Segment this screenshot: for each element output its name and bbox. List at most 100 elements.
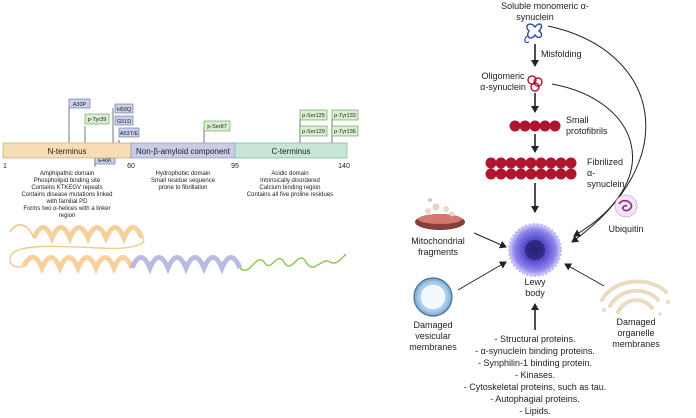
svg-text:- α-synuclein binding proteins: - α-synuclein binding proteins.	[475, 346, 595, 356]
svg-text:p-Tyr133: p-Tyr133	[334, 113, 356, 119]
svg-text:- Structural proteins.: - Structural proteins.	[494, 334, 575, 344]
monomer-icon	[524, 23, 543, 44]
svg-text:Oligomeric: Oligomeric	[481, 71, 525, 81]
svg-text:Mitochondrial: Mitochondrial	[411, 236, 465, 246]
mitochondria-icon	[415, 198, 465, 230]
svg-text:Ubiquitin: Ubiquitin	[608, 224, 643, 234]
svg-text:- Synphilin-1 binding protein.: - Synphilin-1 binding protein.	[478, 358, 592, 368]
residue-95: 95	[231, 163, 239, 170]
residue-1: 1	[3, 163, 7, 170]
mutation-g51d: G51D	[114, 115, 134, 126]
arrow-mito-to-lewy	[473, 232, 507, 249]
svg-text:region: region	[59, 213, 76, 219]
svg-text:with familial PD: with familial PD	[45, 199, 88, 205]
svg-text:Damaged: Damaged	[413, 320, 452, 330]
n-terminus-description: Amphipathic domain Phospholipid binding …	[21, 171, 112, 219]
misfolding-label: Misfolding	[541, 49, 582, 59]
oligomer-icon	[527, 75, 543, 92]
svg-text:A53T/E: A53T/E	[120, 131, 139, 137]
svg-text:Contains disease mutations lin: Contains disease mutations linked	[21, 192, 112, 198]
svg-text:α-: α-	[587, 168, 595, 178]
svg-text:Amphipathic domain: Amphipathic domain	[40, 171, 94, 177]
svg-text:A30P: A30P	[73, 102, 87, 108]
small-protofibrils: Small protofibrils	[509, 115, 608, 136]
svg-text:protofibrils: protofibrils	[566, 126, 608, 136]
ptm-ptyr133: p-Tyr133	[331, 109, 359, 121]
svg-text:Forms two α-helices with a lin: Forms two α-helices with a linker	[23, 206, 110, 212]
svg-text:synuclein: synuclein	[587, 179, 625, 189]
protein-structure-illustration	[9, 224, 347, 275]
fibril-icon	[485, 157, 577, 180]
nac-description: Hydrophobic domain Small residue sequenc…	[151, 171, 216, 191]
n-terminus-label: N-terminus	[47, 147, 86, 156]
mutation-a30p: A30P	[68, 98, 91, 109]
damaged-vesicular-membranes: Damaged vesicular membranes	[409, 277, 457, 352]
svg-text:membranes: membranes	[409, 342, 457, 352]
svg-text:vesicular: vesicular	[415, 331, 451, 341]
mutation-a53t: A53T/E	[118, 127, 140, 138]
damaged-organelle-membranes: Damaged organelle membranes	[600, 279, 670, 349]
arrow-vesicle-to-lewy	[457, 261, 507, 291]
svg-text:organelle: organelle	[617, 328, 654, 338]
ptm-pser125: p-Ser125	[299, 109, 328, 121]
svg-text:Acidic domain: Acidic domain	[271, 171, 308, 177]
helix-2	[21, 254, 135, 275]
domain-bar: N-terminus Non-β-amyloid component C-ter…	[2, 142, 348, 159]
svg-text:Damaged: Damaged	[616, 317, 655, 327]
svg-text:Hydrophobic domain: Hydrophobic domain	[155, 171, 210, 177]
ptm-pser129: p-Ser129	[299, 125, 328, 137]
ptm-ptyr39: p-Tyr39	[84, 113, 110, 125]
svg-text:- Kinases.: - Kinases.	[515, 370, 555, 380]
svg-text:Contains KTKEGV repeats: Contains KTKEGV repeats	[31, 185, 102, 191]
arrow-organelle-to-lewy	[564, 263, 605, 287]
svg-text:p-Ser129: p-Ser129	[302, 129, 325, 135]
c-terminus-description: Acidic domain Intrinsically disordered C…	[247, 171, 333, 198]
svg-text:p-Ser125: p-Ser125	[302, 113, 325, 119]
svg-text:body: body	[525, 288, 545, 298]
svg-text:- Cytoskeletal proteins, such: - Cytoskeletal proteins, such as tau.	[464, 382, 607, 392]
svg-text:membranes: membranes	[612, 339, 660, 349]
svg-text:- Lipids.: - Lipids.	[519, 406, 551, 416]
svg-text:Fibrilized: Fibrilized	[587, 157, 623, 167]
oligomer: Oligomeric α-synuclein	[480, 71, 543, 92]
protofibril-icon	[509, 120, 561, 132]
svg-text:Contains all five proline resi: Contains all five proline residues	[247, 192, 333, 198]
ptm-pser87: p-Ser87	[203, 120, 231, 132]
svg-text:p-Ser87: p-Ser87	[207, 124, 227, 130]
nac-helix	[129, 255, 243, 275]
mitochondrial-fragments: Mitochondrial fragments	[411, 198, 465, 257]
lewy-body: Lewy body	[508, 223, 562, 298]
svg-text:Soluble monomeric α-: Soluble monomeric α-	[501, 1, 589, 11]
svg-text:Calcium binding region: Calcium binding region	[259, 185, 320, 191]
c-terminus-domain	[234, 142, 348, 159]
svg-text:fragments: fragments	[418, 247, 459, 257]
c-terminus-coil	[239, 253, 347, 271]
ptm-ptyr136: p-Tyr136	[331, 125, 359, 137]
helix-1	[31, 225, 145, 245]
mutation-h50q: H50Q	[114, 103, 134, 114]
svg-text:G51D: G51D	[117, 119, 131, 125]
svg-text:E46K: E46K	[98, 158, 112, 164]
svg-text:Small: Small	[566, 115, 589, 125]
svg-text:H50Q: H50Q	[117, 107, 132, 113]
lewy-components-list: - Structural proteins. - α-synuclein bin…	[464, 334, 607, 416]
svg-text:Lewy: Lewy	[524, 277, 546, 287]
svg-text:- Autophagial proteins.: - Autophagial proteins.	[490, 394, 580, 404]
residue-60: 60	[127, 163, 135, 170]
protein-domain-map: A30P E46K H50Q G51D A53T/E p-Tyr39 p-Ser…	[2, 98, 359, 219]
svg-text:prone to fibrillation: prone to fibrillation	[158, 185, 207, 191]
svg-text:synuclein: synuclein	[516, 12, 554, 22]
svg-text:p-Tyr136: p-Tyr136	[334, 129, 356, 135]
residue-140: 140	[338, 163, 350, 170]
soluble-monomer: Soluble monomeric α- synuclein	[501, 1, 589, 44]
nac-label: Non-β-amyloid component	[136, 147, 231, 156]
c-terminus-label: C-terminus	[271, 147, 310, 156]
svg-text:Intrinsically disordered: Intrinsically disordered	[260, 178, 320, 184]
fibrils: Fibrilized α- synuclein	[485, 157, 625, 189]
organelle-icon	[600, 279, 668, 314]
svg-text:p-Tyr39: p-Tyr39	[88, 117, 107, 123]
svg-text:Small residue sequence: Small residue sequence	[151, 178, 216, 184]
residue-numbers: 1 60 95 140	[3, 163, 350, 170]
arrow-oligomer-to-lewy	[551, 83, 633, 237]
